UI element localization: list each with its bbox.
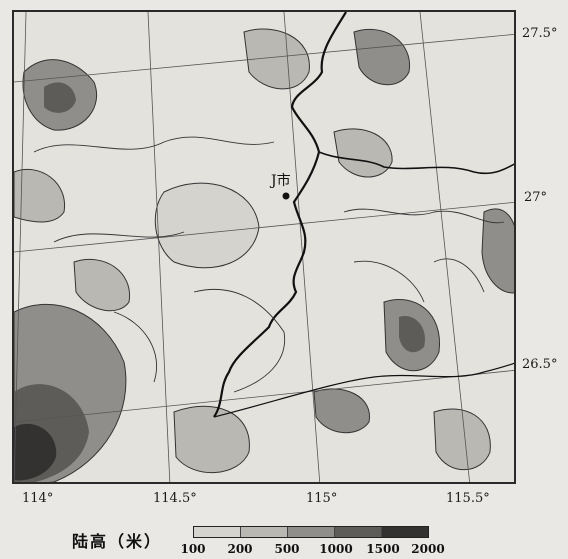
parallel-27 [14,201,514,253]
meridian-115 [283,12,321,482]
longitude-label-114: 114° [22,491,54,506]
city-marker [282,192,290,200]
legend-tick-500: 500 [274,542,300,556]
longitude-label-115-5: 115.5° [446,491,490,506]
contour-lines [33,136,505,393]
map-canvas [14,12,514,482]
topographic-map: J市 [12,10,516,484]
terrain-patch-mid [333,128,393,178]
legend-tick-1000: 1000 [319,542,353,556]
parallel-26-5 [14,370,514,423]
graticule [14,12,514,482]
longitude-label-114-5: 114.5° [153,491,197,506]
terrain-patch-s [173,405,250,474]
legend-swatch-2 [241,527,288,537]
terrain-patch-sw-top [14,423,57,481]
legend-swatch-1 [194,527,241,537]
admin-boundary-east [318,151,514,175]
terrain-patch-se2 [433,408,491,471]
legend-title: 陆高（米） [72,532,163,551]
legend-tick-100: 100 [180,542,206,556]
latitude-label-27-5: 27.5° [522,26,558,41]
province-boundary [213,12,347,418]
latitude-label-26-5: 26.5° [522,357,558,372]
terrain-patch-ne [353,28,410,86]
terrain-patch-nw-peak [44,82,76,113]
legend-swatch-3 [288,527,335,537]
latitude-label-27: 27° [524,190,548,205]
longitude-label-115: 115° [306,491,338,506]
legend-tick-200: 200 [227,542,253,556]
legend-tick-1500: 1500 [366,542,400,556]
terrain-patch-se [313,388,370,434]
meridian-114 [14,12,27,482]
terrain-patch-east-peak [399,316,425,353]
terrain-patch-north [243,28,310,90]
city-label: J市 [271,173,291,189]
meridian-115-5 [419,12,470,482]
legend-swatch-4 [335,527,382,537]
terrain-patch-far-east [481,208,514,294]
legend-tick-2000: 2000 [411,542,445,556]
terrain-layer [14,28,514,482]
terrain-patch-w2 [73,258,130,312]
meridian-114-5 [147,12,171,482]
legend-swatch-5 [382,527,428,537]
parallel-27-5 [14,33,514,83]
terrain-patch-center [154,182,260,269]
elevation-legend-bar [193,526,429,538]
admin-boundary-south [213,362,514,418]
terrain-patch-w [14,168,65,223]
